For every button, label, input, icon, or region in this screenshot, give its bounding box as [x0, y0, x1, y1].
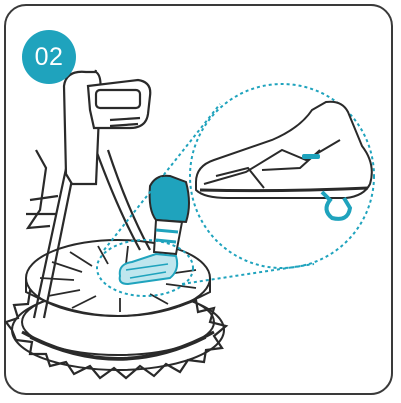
- console-unit: [64, 72, 150, 184]
- step-number-badge: 02: [22, 30, 76, 84]
- platform-disc: [26, 240, 210, 316]
- enlarged-shoe: [196, 102, 372, 219]
